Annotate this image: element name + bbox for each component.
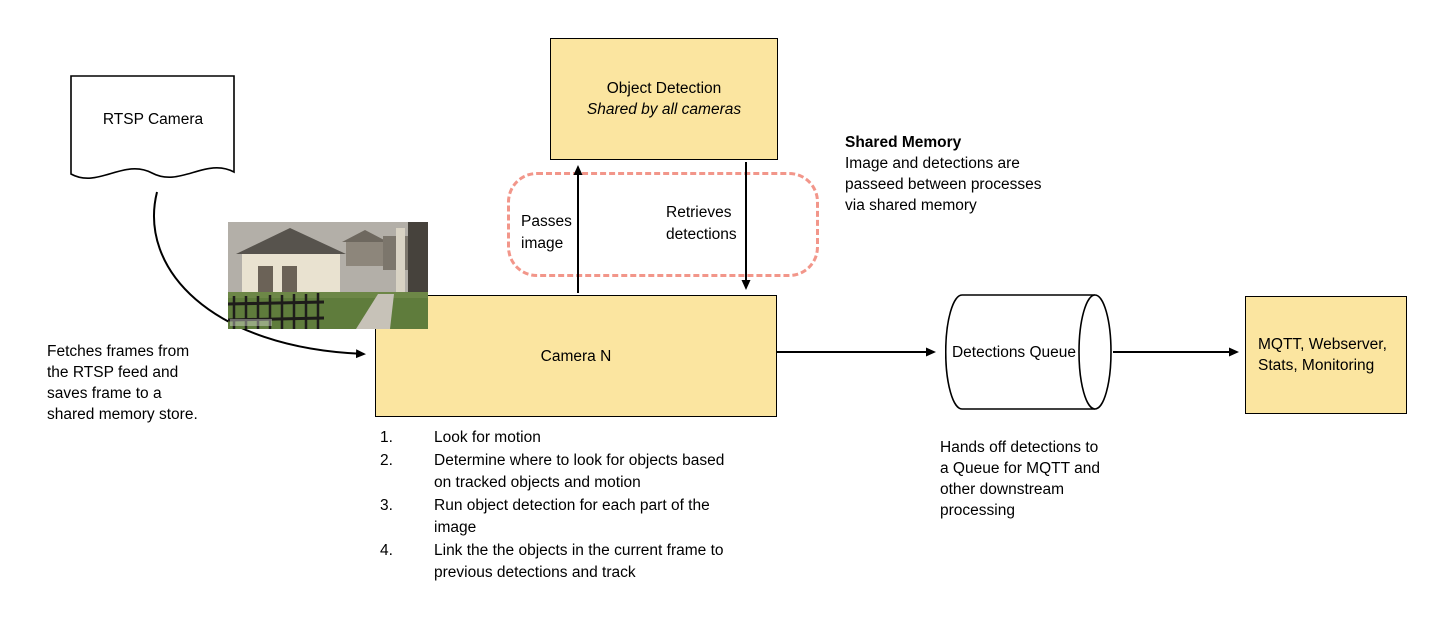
step-item: 1. Look for motion (380, 427, 736, 450)
camera-frame-image (228, 222, 428, 329)
shared-memory-boundary (507, 172, 819, 277)
camera-n-steps: 1. Look for motion 2. Determine where to… (380, 427, 736, 585)
fetch-frames-note: Fetches frames from the RTSP feed and sa… (47, 343, 198, 423)
step-number: 3. (380, 496, 393, 514)
object-detection-node: Object Detection Shared by all cameras (550, 38, 778, 160)
shared-memory-note: Shared Memory Image and detections are p… (845, 132, 1057, 216)
rtsp-camera-node: RTSP Camera (70, 75, 236, 197)
outputs-label: MQTT, Webserver, Stats, Monitoring (1258, 336, 1387, 374)
retrieves-detections-label: Retrieves detections (666, 204, 737, 243)
step-number: 2. (380, 451, 393, 469)
detections-queue-label: Detections Queue (951, 343, 1077, 361)
step-item: 3. Run object detection for each part of… (380, 495, 736, 540)
detections-queue-node: Detections Queue (945, 294, 1113, 410)
step-text: Determine where to look for objects base… (434, 451, 725, 492)
step-item: 2. Determine where to look for objects b… (380, 450, 736, 495)
camera-n-node: Camera N (375, 295, 777, 417)
camera-n-label: Camera N (540, 347, 612, 365)
step-number: 1. (380, 429, 393, 446)
object-detection-title: Object Detection (606, 80, 722, 97)
step-text: Run object detection for each part of th… (434, 496, 710, 537)
queue-handoff-note: Hands off detections to a Queue for MQTT… (940, 439, 1100, 519)
outputs-node: MQTT, Webserver, Stats, Monitoring (1245, 296, 1407, 414)
passes-image-label: Passes image (521, 213, 572, 252)
step-text: Look for motion (434, 429, 541, 446)
step-item: 4. Link the the objects in the current f… (380, 540, 736, 585)
object-detection-subtitle: Shared by all cameras (586, 101, 742, 118)
rtsp-camera-label: RTSP Camera (102, 111, 204, 128)
shared-memory-note-title: Shared Memory (845, 134, 962, 151)
step-text: Link the the objects in the current fram… (434, 541, 724, 582)
queue-cylinder-shape (945, 294, 1112, 410)
document-shape (70, 75, 235, 179)
shared-memory-note-body: Image and detections are passeed between… (845, 155, 1042, 214)
step-number: 4. (380, 541, 393, 559)
